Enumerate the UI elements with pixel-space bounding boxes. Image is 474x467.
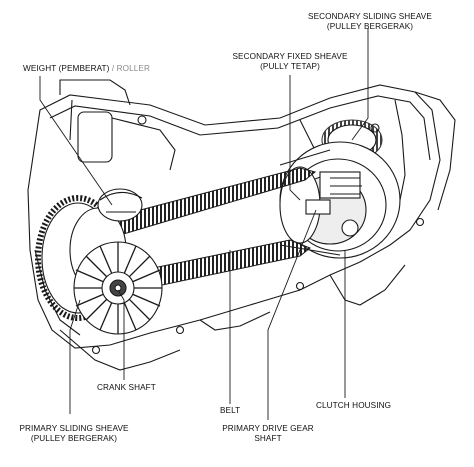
label-primary-sliding-line1: PRIMARY SLIDING SHEAVE <box>19 424 129 433</box>
label-secondary-fixed-line2: (PULLY TETAP) <box>260 62 320 71</box>
label-clutch-housing: CLUTCH HOUSING <box>316 401 392 410</box>
label-weight-separator: / <box>109 64 117 73</box>
transmission-case <box>27 79 456 371</box>
secondary-pulley <box>279 119 401 259</box>
label-weight-main: WEIGHT (PEMBERAT) <box>23 64 110 73</box>
label-weight-sub: ROLLER <box>116 64 150 73</box>
label-secondary-fixed-sheave: SECONDARY FIXED SHEAVE (PULLY TETAP) <box>212 52 368 72</box>
label-primary-drive-line1: PRIMARY DRIVE GEAR <box>222 424 314 433</box>
leader-lines <box>39 28 369 420</box>
label-secondary-sliding-line1: SECONDARY SLIDING SHEAVE <box>308 12 432 21</box>
label-weight-roller: WEIGHT (PEMBERAT) / ROLLER <box>23 64 150 74</box>
label-crank-shaft: CRANK SHAFT <box>97 383 156 392</box>
label-primary-sliding-sheave: PRIMARY SLIDING SHEAVE (PULLEY BERGERAK) <box>12 424 136 444</box>
label-secondary-sliding-sheave: SECONDARY SLIDING SHEAVE (PULLEY BERGERA… <box>272 12 468 32</box>
label-primary-drive-line2: SHAFT <box>254 434 282 443</box>
label-secondary-sliding-line2: (PULLEY BERGERAK) <box>326 22 414 31</box>
label-belt: BELT <box>220 406 241 415</box>
label-primary-sliding-line2: (PULLEY BERGERAK) <box>30 434 118 443</box>
primary-pulley <box>35 188 163 335</box>
label-secondary-fixed-line1: SECONDARY FIXED SHEAVE <box>232 52 348 61</box>
label-primary-drive-gear-shaft: PRIMARY DRIVE GEAR SHAFT <box>218 424 318 444</box>
